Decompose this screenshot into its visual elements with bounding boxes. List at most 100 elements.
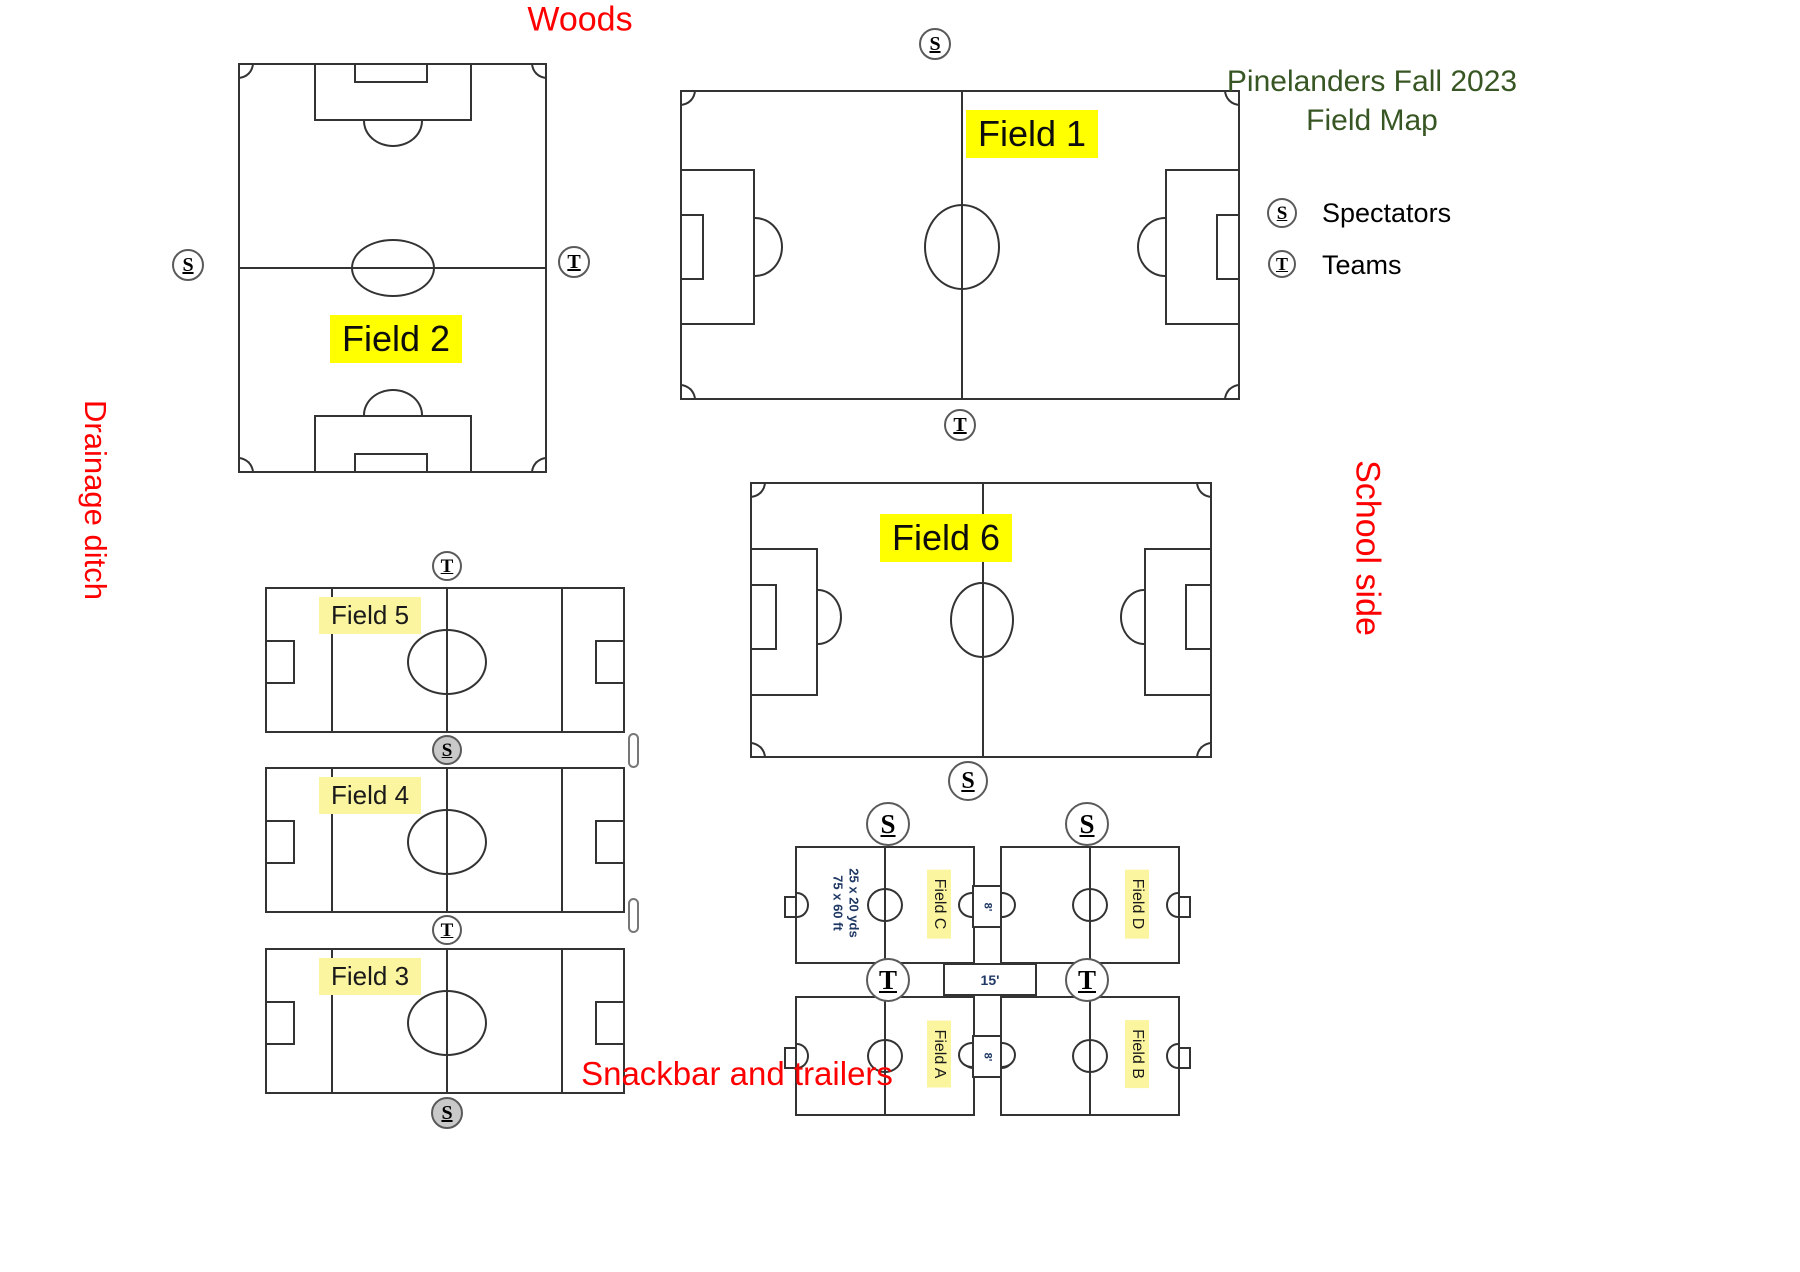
field-6: Field 6 [750, 482, 1212, 758]
teams-letter: T [878, 964, 897, 995]
corner-arc [1196, 742, 1212, 758]
center-circle [407, 809, 487, 875]
page-title-line1: Pinelanders Fall 2023 [1226, 65, 1518, 98]
field-6-label: Field 6 [880, 514, 1013, 562]
goal-arc [1166, 892, 1178, 918]
spectators-letter: S [880, 808, 896, 839]
penalty-arc [363, 121, 423, 147]
goal-box [752, 584, 777, 650]
legend-teams-label: Teams [1322, 250, 1402, 280]
penalty-arc [818, 589, 842, 645]
corner-arc [1224, 384, 1240, 400]
field-c-label: Field C [927, 869, 951, 939]
penalty-arc [1137, 217, 1165, 277]
legend-spectators-icon: S [1267, 198, 1297, 228]
goal-box [354, 453, 428, 471]
penalty-arc [755, 217, 783, 277]
field-3: Field 3 [265, 948, 625, 1094]
outer-goal [784, 896, 797, 918]
penalty-line [561, 769, 563, 911]
field-4: Field 4 [265, 767, 625, 913]
drainage-ditch-label: Drainage ditch [78, 400, 113, 600]
center-circle [924, 204, 1000, 290]
corner-arc [1196, 482, 1212, 498]
spectators-letter: S [1079, 808, 1095, 839]
penalty-line [331, 769, 333, 911]
goal-arc [797, 892, 809, 918]
teams-marker-field-ac: T [866, 958, 910, 1002]
school-side-label: School side [1348, 460, 1387, 636]
center-circle [1072, 888, 1108, 922]
goal-width-label: 8' [980, 1052, 993, 1061]
center-circle [1072, 1039, 1108, 1073]
teams-letter: T [567, 251, 581, 273]
field-2-label: Field 2 [330, 315, 463, 363]
teams-letter: T [1275, 254, 1288, 274]
goal-box [267, 640, 295, 684]
outer-goal [784, 1047, 797, 1069]
spectators-letter: S [441, 739, 453, 761]
center-circle [407, 629, 487, 695]
teams-marker-field5: T [432, 551, 462, 581]
penalty-box [682, 169, 755, 325]
field-b [1000, 996, 1191, 1116]
goal-box [1216, 214, 1238, 280]
corner-arc [750, 742, 766, 758]
teams-marker-field1: T [944, 409, 976, 441]
teams-letter: T [440, 919, 454, 941]
penalty-box [1165, 169, 1238, 325]
field-3-label: Field 3 [319, 958, 422, 995]
teams-marker-field2: T [558, 246, 590, 278]
teams-marker-field-bd: T [1065, 958, 1109, 1002]
page-title-line2: Field Map [1306, 104, 1438, 137]
penalty-box [752, 548, 818, 696]
teams-letter: T [1077, 964, 1096, 995]
teams-marker-field4-3: T [432, 915, 462, 945]
center-circle [950, 582, 1014, 658]
goal-arc [1166, 1043, 1178, 1069]
corner-arc [680, 384, 696, 400]
corner-arc [531, 63, 547, 79]
spectators-letter: S [1276, 202, 1288, 224]
spectators-letter: S [961, 768, 975, 794]
center-circle [407, 990, 487, 1056]
page-title: Pinelanders Fall 2023 Field Map [1142, 62, 1602, 140]
spectators-marker-field6: S [948, 761, 988, 801]
shared-goal-top: 8' [972, 885, 1002, 928]
penalty-arc [1120, 589, 1144, 645]
penalty-box [314, 65, 472, 121]
snackbar-label: Snackbar and trailers [581, 1055, 893, 1092]
goal-box [267, 820, 295, 864]
goal-box [354, 65, 428, 83]
penalty-line [331, 589, 333, 731]
dimensions-yards: 25 x 20 yds [846, 868, 862, 938]
center-circle [867, 888, 903, 922]
field-1-label: Field 1 [966, 110, 1099, 158]
gate-pill [628, 733, 639, 768]
spectators-marker-field1: S [919, 28, 951, 60]
field-b-label: Field B [1125, 1020, 1149, 1088]
teams-letter: T [440, 555, 454, 577]
goal-box [595, 820, 623, 864]
corner-arc [238, 457, 254, 473]
goal-box [595, 1001, 623, 1045]
corridor-width-label: 15' [980, 971, 1000, 988]
mini-field-dimensions: 25 x 20 yds 75 x 60 ft [830, 868, 862, 938]
penalty-box [1144, 548, 1210, 696]
goal-box [267, 1001, 295, 1045]
corner-arc [238, 63, 254, 79]
spectators-marker-field3: S [431, 1097, 463, 1129]
spectators-letter: S [929, 33, 941, 55]
spectators-marker-field5-4: S [432, 735, 462, 765]
penalty-line [561, 950, 563, 1092]
outer-goal [1178, 1047, 1191, 1069]
field-4-label: Field 4 [319, 777, 422, 814]
penalty-line [331, 950, 333, 1092]
center-circle [867, 1039, 903, 1073]
field-d-label: Field D [1125, 869, 1149, 939]
teams-letter: T [953, 414, 967, 436]
spectators-marker-field2: S [172, 249, 204, 281]
spectators-letter: S [441, 1102, 453, 1124]
spectators-letter: S [182, 254, 194, 276]
